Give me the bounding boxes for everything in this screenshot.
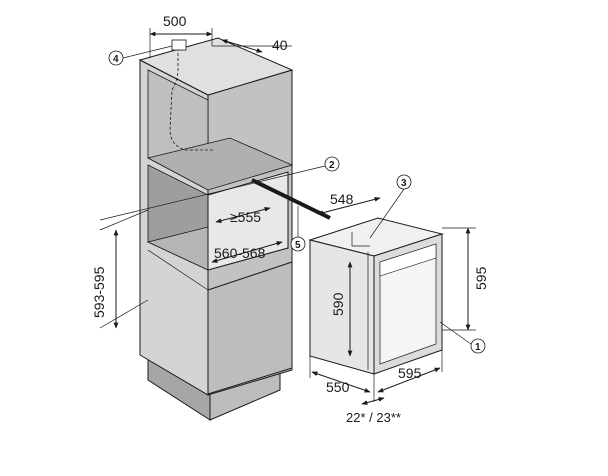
callout-3: 3 [369, 174, 412, 239]
dim-oven-depth: 548 [330, 191, 354, 207]
callout-4-label: 4 [113, 54, 119, 65]
dim-niche-width: 560-568 [214, 245, 266, 261]
tall-cabinet [138, 37, 294, 421]
oven-cable [351, 232, 370, 247]
callout-4: 4 [108, 45, 173, 66]
cabinet-top [138, 37, 294, 96]
callout-2-label: 2 [329, 160, 335, 171]
dim-front-offset: 22* / 23** [346, 410, 401, 425]
dim-cabinet-clearance: 40 [272, 37, 288, 53]
oven-control-strip [379, 243, 437, 277]
callout-3-label: 3 [401, 178, 407, 189]
callout-1: 1 [439, 321, 486, 354]
cabinet-lower-door [207, 261, 293, 395]
dim-593-ext-top [99, 209, 149, 231]
dim-548-line [317, 197, 381, 215]
dim-560-line [211, 241, 283, 263]
dim-550-line [311, 371, 371, 393]
dim-555-line [215, 207, 271, 223]
dim-niche-depth: ≥555 [230, 209, 261, 225]
oven-appliance [308, 217, 444, 375]
dim-offset-line [361, 397, 385, 405]
lower-door-edge [147, 249, 209, 291]
dim-cabinet-width: 500 [163, 13, 187, 29]
dim-oven-front-height: 595 [473, 266, 489, 290]
dim-593-ext-bottom [99, 299, 149, 329]
callout-2: 2 [99, 156, 340, 221]
dim-oven-inner-height: 590 [330, 292, 346, 316]
upper-compartment-floor [146, 137, 294, 191]
dim-niche-height: 593-595 [91, 266, 107, 318]
dim-oven-side-depth: 550 [326, 379, 350, 395]
mounting-rail [251, 178, 331, 220]
callout-5: 5 [290, 206, 306, 252]
dim-oven-front-width: 595 [398, 365, 422, 381]
socket-box [171, 39, 187, 51]
dim-595h-line [377, 367, 441, 393]
power-cable-path [169, 48, 215, 151]
callout-1-label: 1 [475, 342, 481, 353]
callout-5-label: 5 [295, 240, 301, 251]
